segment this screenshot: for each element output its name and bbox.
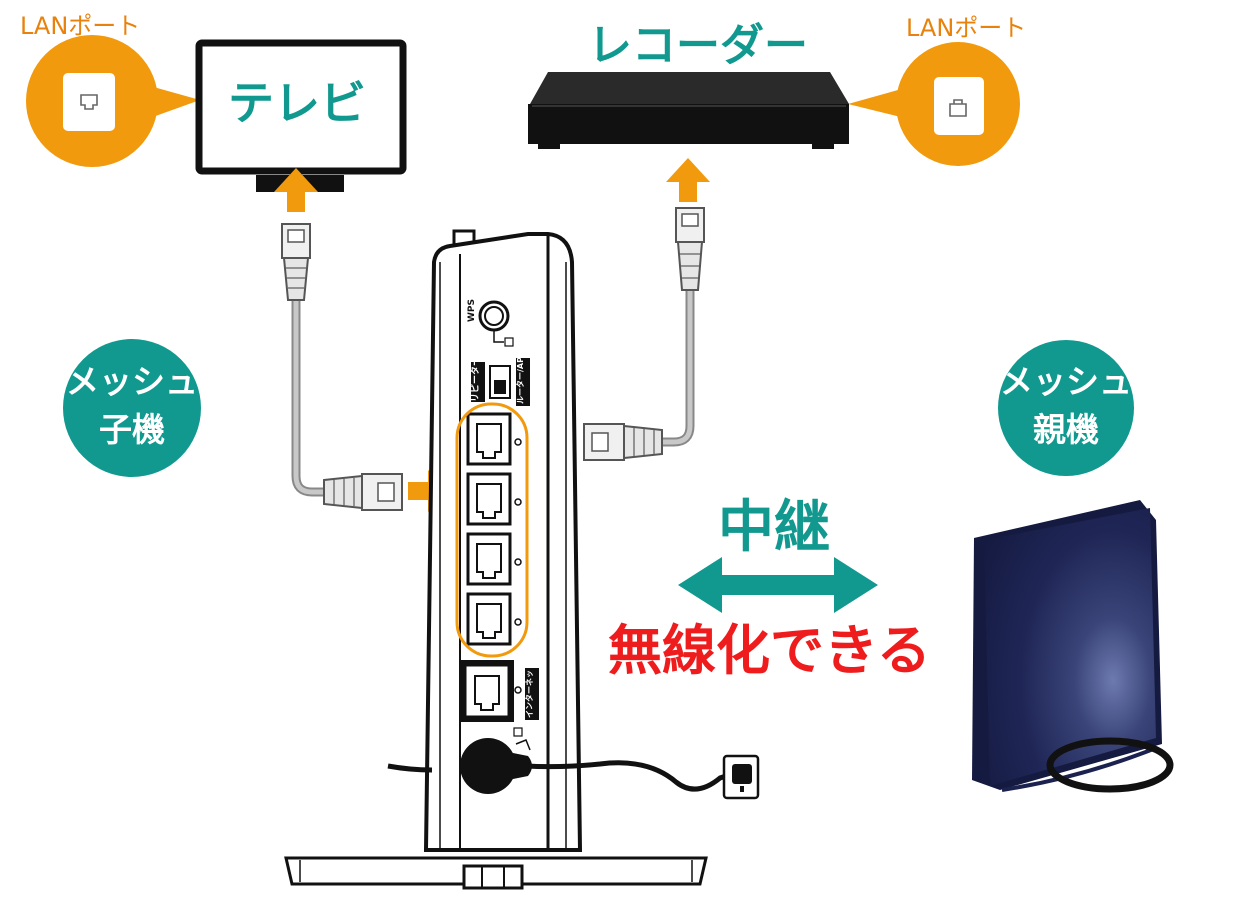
mesh-child-router	[284, 229, 708, 890]
mesh-child-text: メッシュ 子機	[63, 358, 201, 454]
recorder-illustration	[528, 72, 849, 149]
power-cable	[387, 760, 739, 792]
mesh-child-line1: メッシュ	[66, 362, 198, 401]
lan-cables	[291, 290, 695, 497]
lan-ports-highlight	[455, 402, 529, 658]
lan-cable-plug-icon	[583, 423, 663, 461]
orange-arrow-icon	[274, 168, 318, 212]
power-outlet-icon	[722, 754, 760, 800]
mesh-parent-line1: メッシュ	[1000, 362, 1132, 401]
recorder-label: レコーダー	[588, 20, 808, 71]
wps-label: WPS	[467, 298, 477, 322]
lan-port-label-right: LANポート	[906, 14, 1027, 42]
mesh-parent-router	[972, 500, 1174, 793]
mesh-parent-line2: 親機	[1033, 410, 1099, 449]
lan-port-callout-left	[26, 35, 200, 167]
lan-port-callout-right	[848, 42, 1020, 166]
lan-cable-plug-icon	[323, 473, 403, 511]
lan-port-icon	[949, 99, 967, 117]
repeater-mode-label: リピーター	[471, 356, 481, 402]
lan-cable-plug-icon	[675, 207, 705, 291]
mesh-parent-badge	[998, 340, 1134, 476]
mesh-child-line2: 子機	[99, 410, 165, 449]
orange-arrow-icon	[666, 158, 710, 202]
relay-label: 中継	[718, 495, 830, 560]
router-ap-mode-label: ルーター/AP	[516, 357, 525, 404]
internet-port-label: インターネット	[525, 662, 534, 718]
mesh-parent-text: メッシュ 親機	[998, 358, 1134, 454]
lan-port-label-left: LANポート	[20, 12, 141, 40]
wireless-label: 無線化できる	[608, 619, 931, 682]
tv-label: テレビ	[228, 76, 366, 130]
lan-cable-plug-icon	[281, 223, 311, 301]
mesh-child-badge	[63, 339, 201, 477]
teal-double-arrow-icon	[678, 557, 878, 613]
lan-port-icon	[80, 94, 98, 110]
